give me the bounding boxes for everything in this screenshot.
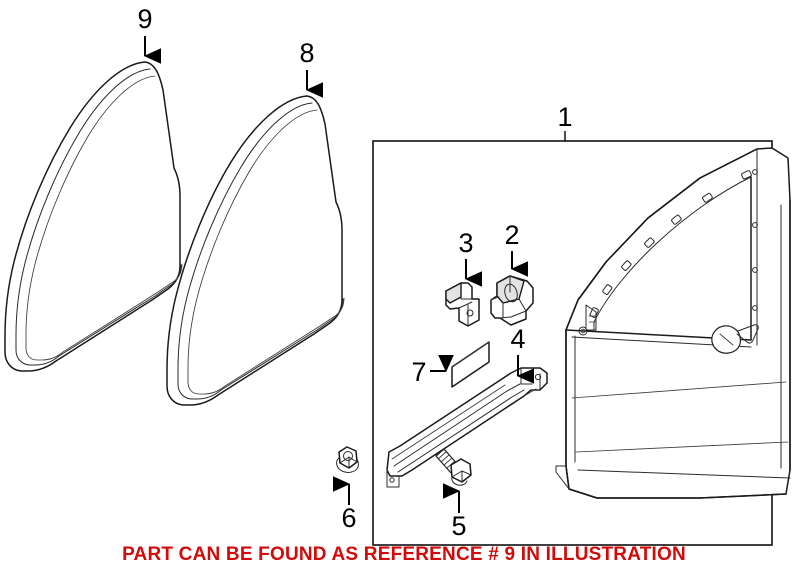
- exterior-door-handle: [711, 324, 759, 354]
- callout-number-7: 7: [411, 357, 426, 387]
- door-weatherstrip-seal-right: [166, 95, 345, 406]
- reference-caption: PART CAN BE FOUND AS REFERENCE # 9 IN IL…: [122, 544, 686, 565]
- callout-number-4: 4: [510, 324, 525, 354]
- callout-number-3: 3: [458, 228, 473, 258]
- door-weatherstrip-seal-left: [4, 61, 183, 372]
- hex-flange-bolt: [435, 448, 472, 486]
- callout-numbers: 9 8 1 3 2 4 7 6 5: [137, 4, 572, 541]
- callout-number-6: 6: [341, 503, 356, 533]
- frame-bolt-holes: [752, 169, 758, 311]
- callout-number-5: 5: [451, 511, 466, 541]
- callout-number-2: 2: [504, 220, 519, 250]
- callout-number-9: 9: [137, 4, 152, 34]
- callout-number-8: 8: [299, 38, 314, 68]
- upper-door-hinge: [445, 282, 480, 327]
- mirror-mount-detail: [578, 304, 597, 336]
- door-shell-assembly: [555, 147, 791, 499]
- window-frame-slots: [589, 170, 752, 318]
- lower-door-hinge: [490, 275, 534, 326]
- insulation-pad: [451, 341, 490, 388]
- side-impact-beam: [386, 367, 548, 488]
- callout-number-1: 1: [557, 102, 572, 132]
- flange-nut: [336, 446, 359, 473]
- callout-leaders: [143, 36, 566, 513]
